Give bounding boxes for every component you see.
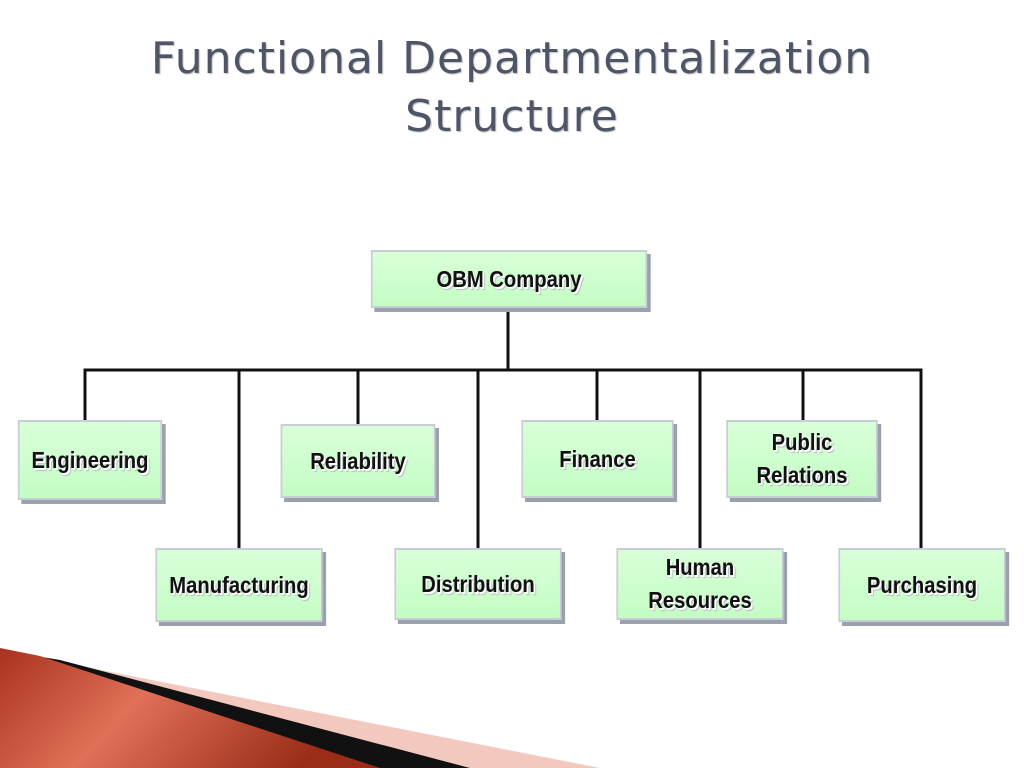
slide-title-line-2: Structure bbox=[405, 91, 619, 142]
org-node-root-label: OBM Company bbox=[436, 265, 582, 292]
org-node-distribution: Distribution bbox=[394, 548, 562, 620]
org-node-finance-label: Finance bbox=[559, 445, 636, 472]
decoration-red-wedge bbox=[0, 648, 380, 768]
org-node-engineering: Engineering bbox=[17, 420, 163, 500]
org-node-human-resources: Human Resources bbox=[616, 548, 784, 620]
slide-title-line-1: Functional Departmentalization bbox=[150, 33, 874, 84]
org-node-public-relations: Public Relations bbox=[726, 420, 878, 498]
org-node-human-resources-label: Human Resources bbox=[648, 554, 752, 613]
slide-title: Functional Departmentalization Structure bbox=[0, 30, 1024, 146]
org-node-manufacturing: Manufacturing bbox=[155, 548, 323, 622]
org-node-reliability-label: Reliability bbox=[310, 447, 406, 474]
org-node-engineering-label: Engineering bbox=[31, 446, 149, 473]
org-node-public-relations-label: Public Relations bbox=[756, 429, 848, 488]
org-node-distribution-label: Distribution bbox=[421, 570, 535, 597]
org-node-manufacturing-label: Manufacturing bbox=[169, 571, 309, 598]
org-node-purchasing-label: Purchasing bbox=[866, 571, 978, 598]
org-node-reliability: Reliability bbox=[280, 424, 436, 498]
org-node-root: OBM Company bbox=[370, 250, 648, 308]
org-node-purchasing: Purchasing bbox=[838, 548, 1006, 622]
org-node-finance: Finance bbox=[521, 420, 674, 498]
